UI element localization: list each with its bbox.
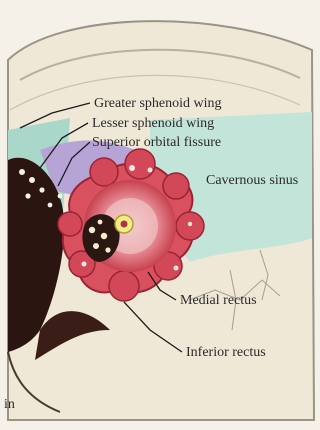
label-edge-fragment: in bbox=[4, 397, 15, 412]
label-superior-orbital-fissure: Superior orbital fissure bbox=[92, 135, 221, 150]
label-lesser-sphenoid-wing: Lesser sphenoid wing bbox=[92, 116, 214, 131]
label-inferior-rectus: Inferior rectus bbox=[186, 345, 266, 360]
label-medial-rectus: Medial rectus bbox=[180, 293, 257, 308]
label-greater-sphenoid-wing: Greater sphenoid wing bbox=[94, 96, 222, 111]
label-cavernous-sinus: Cavernous sinus bbox=[206, 173, 298, 188]
ophthalmic-artery bbox=[121, 221, 128, 228]
